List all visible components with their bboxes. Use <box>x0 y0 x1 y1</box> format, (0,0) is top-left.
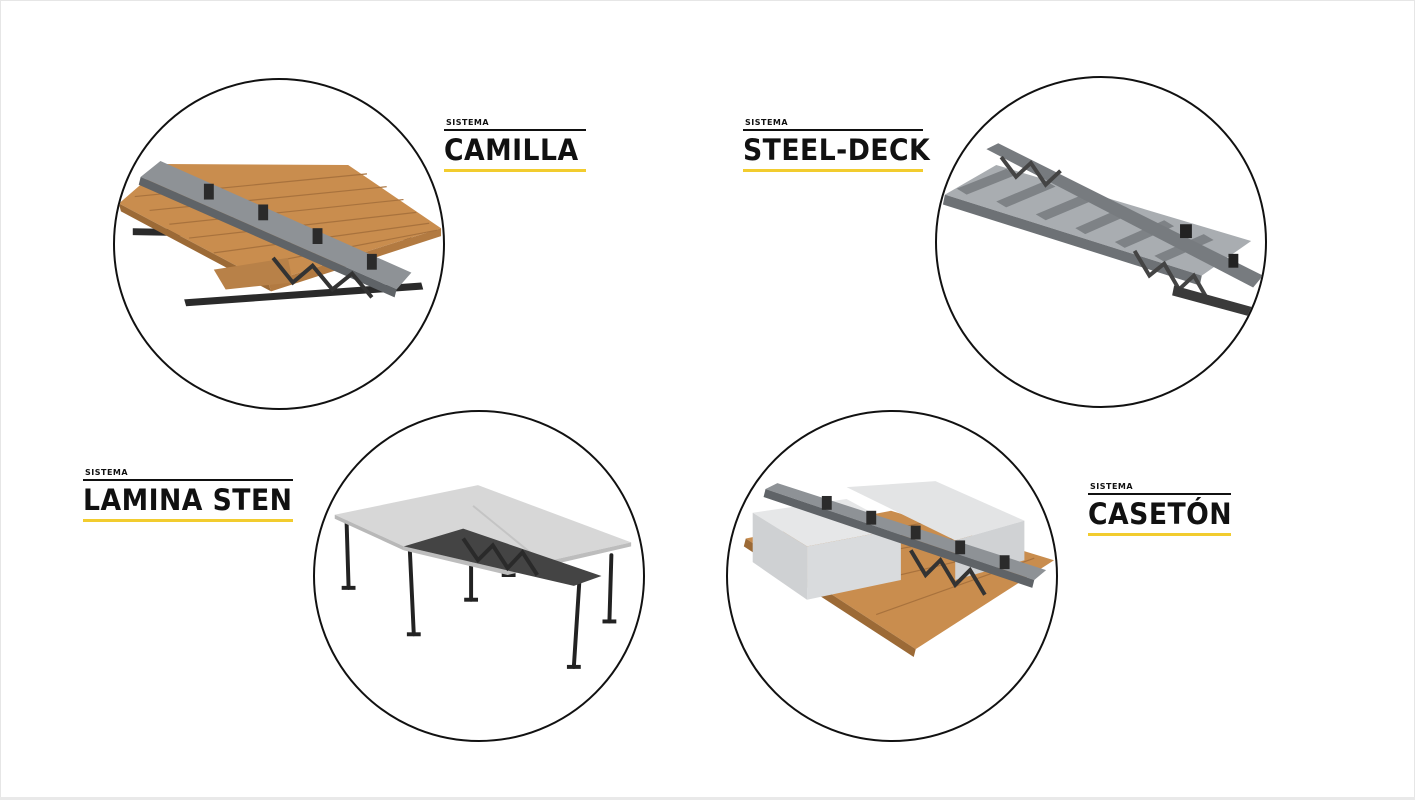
caseton-render <box>743 481 1055 658</box>
steel-deck-label: SISTEMA STEEL-DECK <box>743 118 931 172</box>
camilla-system-illustration <box>113 78 445 410</box>
lamina-sten-accent-underline <box>83 519 293 522</box>
camilla-label: SISTEMA CAMILLA <box>444 118 586 172</box>
steel-deck-top-rule <box>743 129 923 131</box>
lamina-sten-system-illustration <box>313 410 645 742</box>
lamina-sten-label: SISTEMA LAMINA STEN <box>83 468 293 522</box>
camilla-top-rule <box>444 129 586 131</box>
steel-deck-accent-underline <box>743 169 923 172</box>
camilla-formwork-render <box>118 161 442 307</box>
caseton-system-illustration <box>726 410 1058 742</box>
camilla-title: CAMILLA <box>444 133 579 167</box>
lamina-sten-render <box>334 485 632 669</box>
steel-deck-render <box>942 143 1264 321</box>
lamina-sten-title: LAMINA STEN <box>83 483 293 517</box>
camilla-accent-underline <box>444 169 586 172</box>
bottom-divider <box>0 797 1415 800</box>
steel-deck-title: STEEL-DECK <box>743 133 931 167</box>
caseton-top-rule <box>1088 493 1231 495</box>
steel-deck-kicker: SISTEMA <box>745 118 789 127</box>
camilla-kicker: SISTEMA <box>446 118 490 127</box>
caseton-label: SISTEMA CASETÓN <box>1088 482 1233 536</box>
caseton-accent-underline <box>1088 533 1231 536</box>
steel-deck-system-illustration <box>935 76 1267 408</box>
caseton-kicker: SISTEMA <box>1090 482 1134 491</box>
caseton-title: CASETÓN <box>1088 497 1233 531</box>
lamina-sten-top-rule <box>83 479 293 481</box>
lamina-sten-kicker: SISTEMA <box>85 468 129 477</box>
